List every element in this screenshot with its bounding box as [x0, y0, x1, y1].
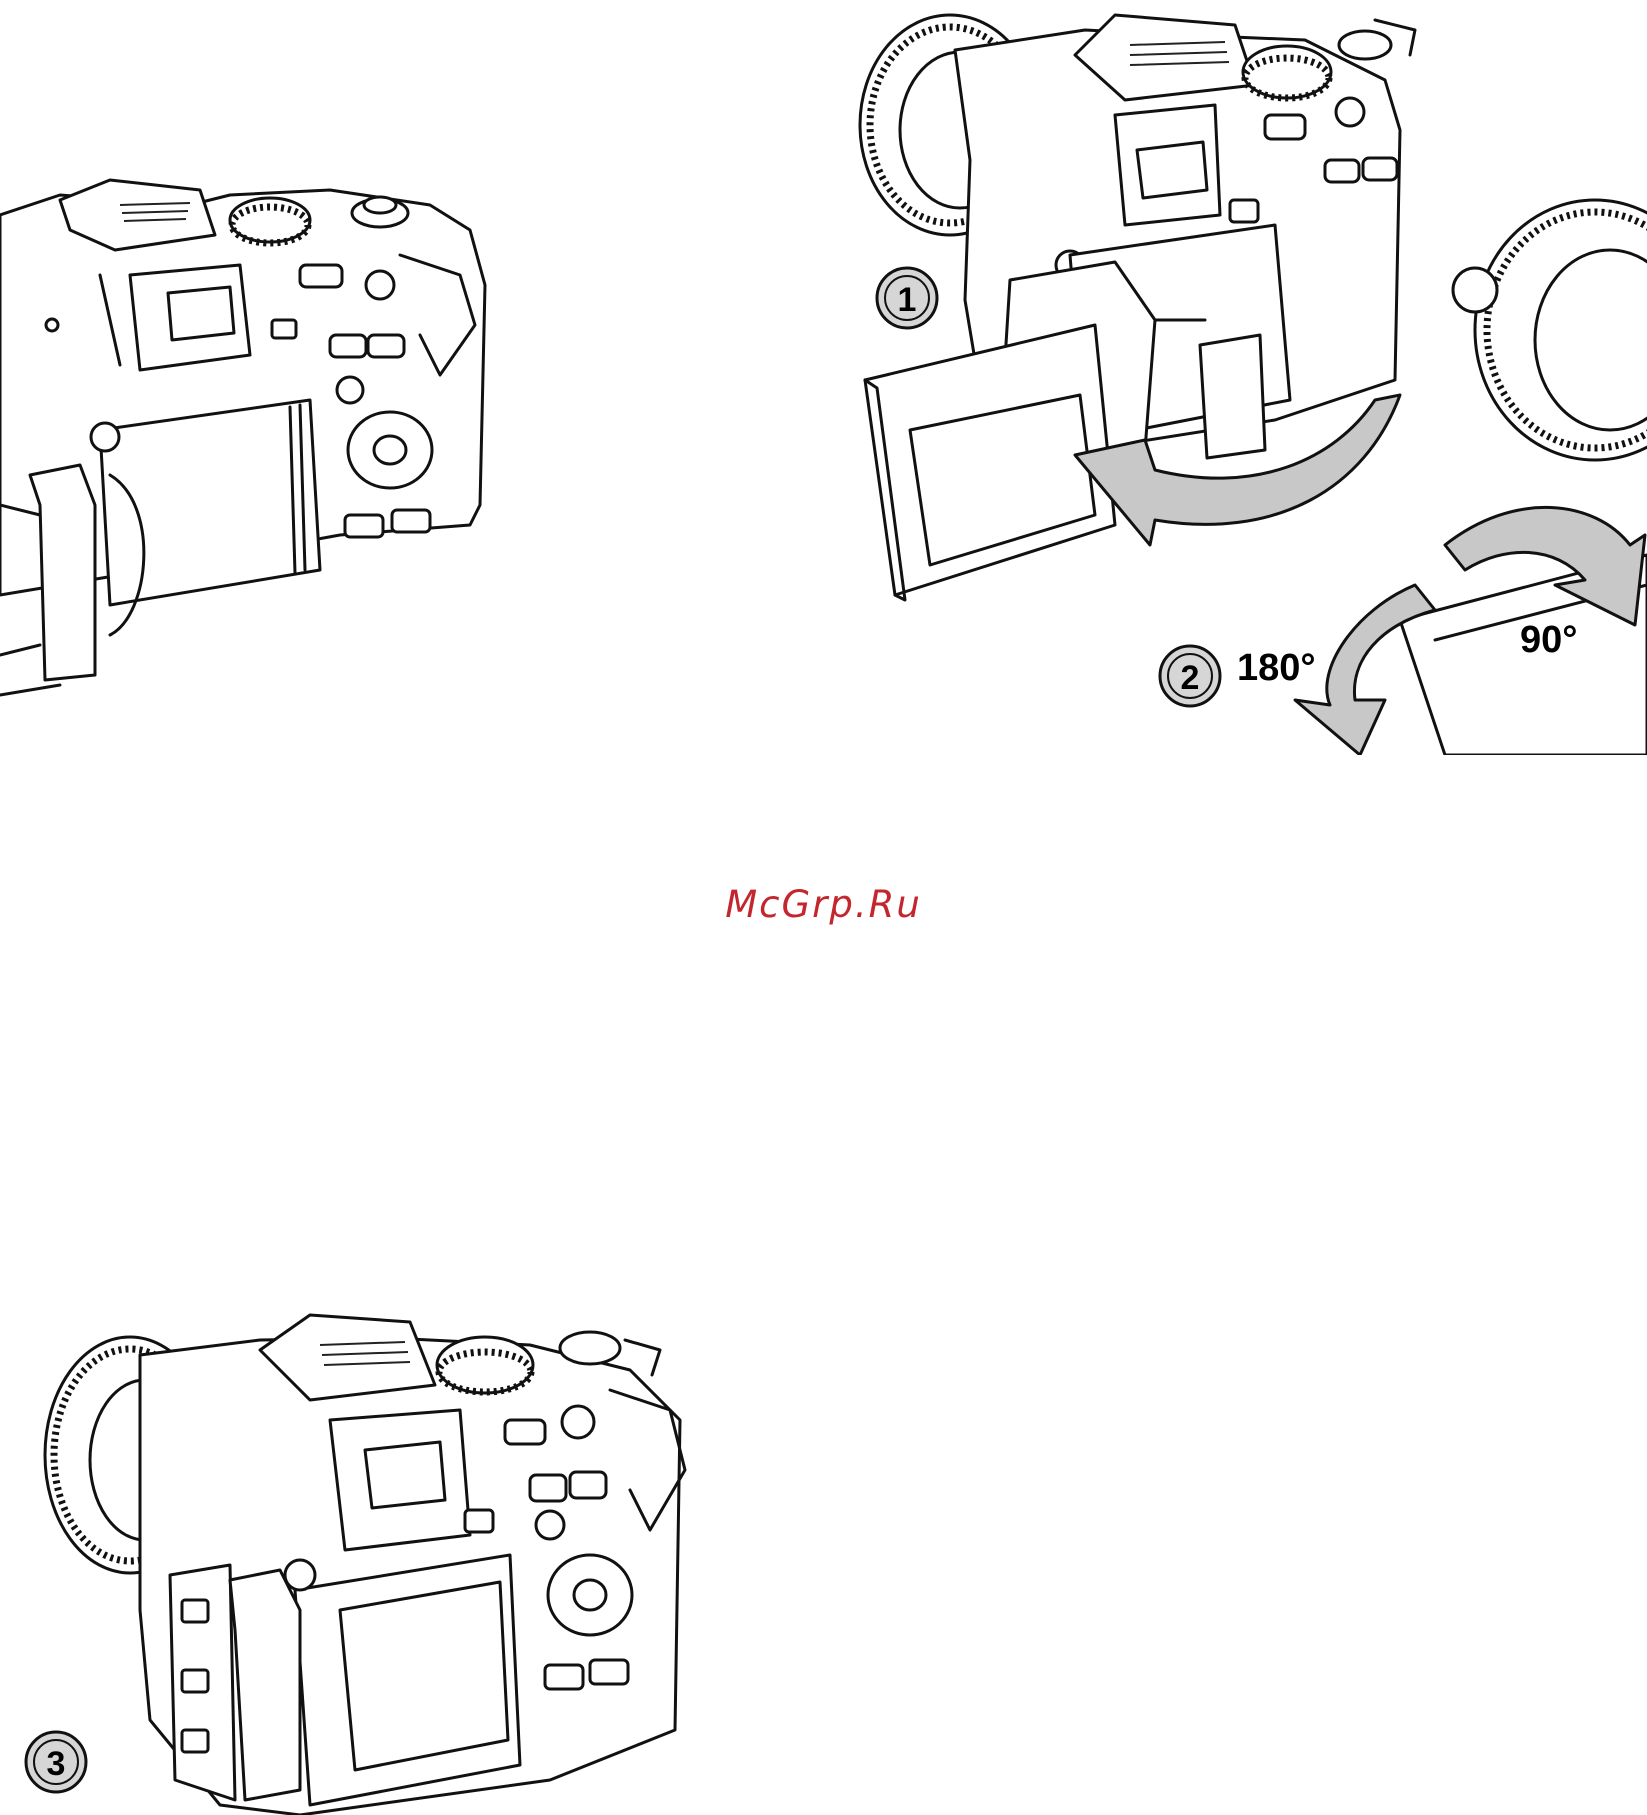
angle-180-label: 180°	[1237, 647, 1316, 689]
step-marker-3: 3	[26, 1732, 86, 1792]
step-marker-2: 2	[1160, 646, 1220, 706]
step-two-label: 2	[1181, 659, 1200, 697]
step-three-label: 3	[47, 1745, 66, 1783]
camera-stowed-figure: 3	[10, 1310, 710, 1815]
monitor-rotation-figure: 1 2 180° 90°	[855, 0, 1647, 755]
step-marker-1: 1	[877, 268, 937, 328]
step-one-label: 1	[898, 281, 917, 319]
camera-monitor-stowed-icon: 3	[10, 1310, 710, 1815]
watermark: McGrp.Ru	[0, 883, 1647, 926]
camera-rear-figure	[0, 175, 495, 755]
angle-90-label: 90°	[1520, 619, 1577, 661]
camera-rear-view-icon	[0, 175, 495, 755]
rotate-monitor-icon: 1 2 180° 90°	[855, 0, 1647, 755]
